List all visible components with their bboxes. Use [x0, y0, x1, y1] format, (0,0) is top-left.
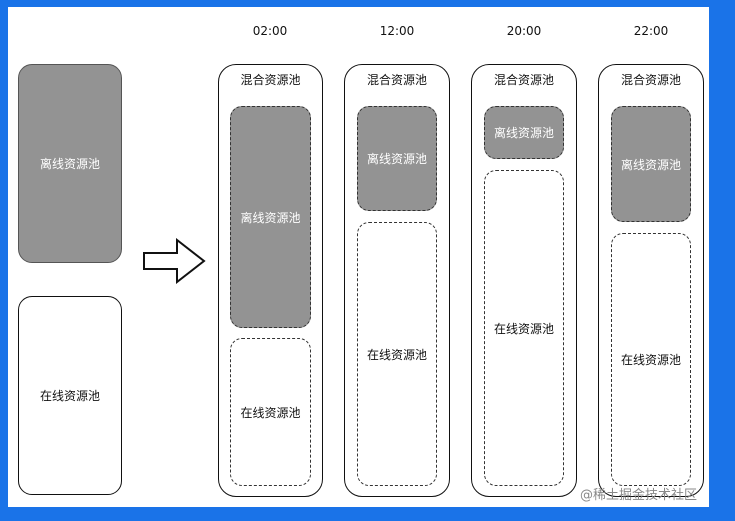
time-label-2000: 20:00	[506, 24, 542, 38]
offline-pool-label: 离线资源池	[39, 157, 100, 171]
mixed-pool-title: 混合资源池	[620, 73, 681, 87]
offline-pool-0200: 离线资源池	[230, 106, 311, 328]
online-pool-label: 在线资源池	[493, 321, 554, 336]
online-pool-standalone: 在线资源池	[18, 296, 122, 495]
offline-pool-label: 离线资源池	[493, 126, 554, 140]
online-pool-1200: 在线资源池	[357, 222, 437, 486]
mixed-pool-title: 混合资源池	[240, 73, 301, 87]
right-arrow-icon	[143, 238, 206, 284]
offline-pool-2000: 离线资源池	[484, 106, 564, 159]
offline-pool-label: 离线资源池	[240, 210, 301, 225]
watermark-text: @稀土掘金技术社区	[580, 488, 698, 503]
offline-pool-label: 离线资源池	[366, 152, 427, 166]
offline-pool-standalone: 离线资源池	[18, 64, 122, 263]
time-label-2200: 22:00	[633, 24, 669, 38]
time-label-1200: 12:00	[379, 24, 415, 38]
mixed-pool-title: 混合资源池	[493, 73, 554, 87]
mixed-pool-title: 混合资源池	[366, 73, 427, 87]
online-pool-2000: 在线资源池	[484, 170, 564, 486]
online-pool-0200: 在线资源池	[230, 338, 311, 486]
mixed-pool-2000: 混合资源池	[471, 64, 577, 497]
online-pool-2200: 在线资源池	[611, 233, 691, 486]
diagram-canvas: 离线资源池 在线资源池 02:00 混合资源池 离线资源池 在线资源池 12:0…	[8, 7, 709, 507]
time-label-0200: 02:00	[252, 24, 288, 38]
mixed-pool-0200: 混合资源池	[218, 64, 323, 497]
offline-pool-2200: 离线资源池	[611, 106, 691, 222]
offline-pool-label: 离线资源池	[620, 157, 681, 172]
mixed-pool-1200: 混合资源池	[344, 64, 450, 497]
online-pool-label: 在线资源池	[240, 405, 301, 420]
online-pool-label: 在线资源池	[39, 389, 100, 403]
offline-pool-1200: 离线资源池	[357, 106, 437, 211]
online-pool-label: 在线资源池	[620, 353, 681, 367]
mixed-pool-2200: 混合资源池	[598, 64, 704, 497]
online-pool-label: 在线资源池	[366, 347, 427, 362]
